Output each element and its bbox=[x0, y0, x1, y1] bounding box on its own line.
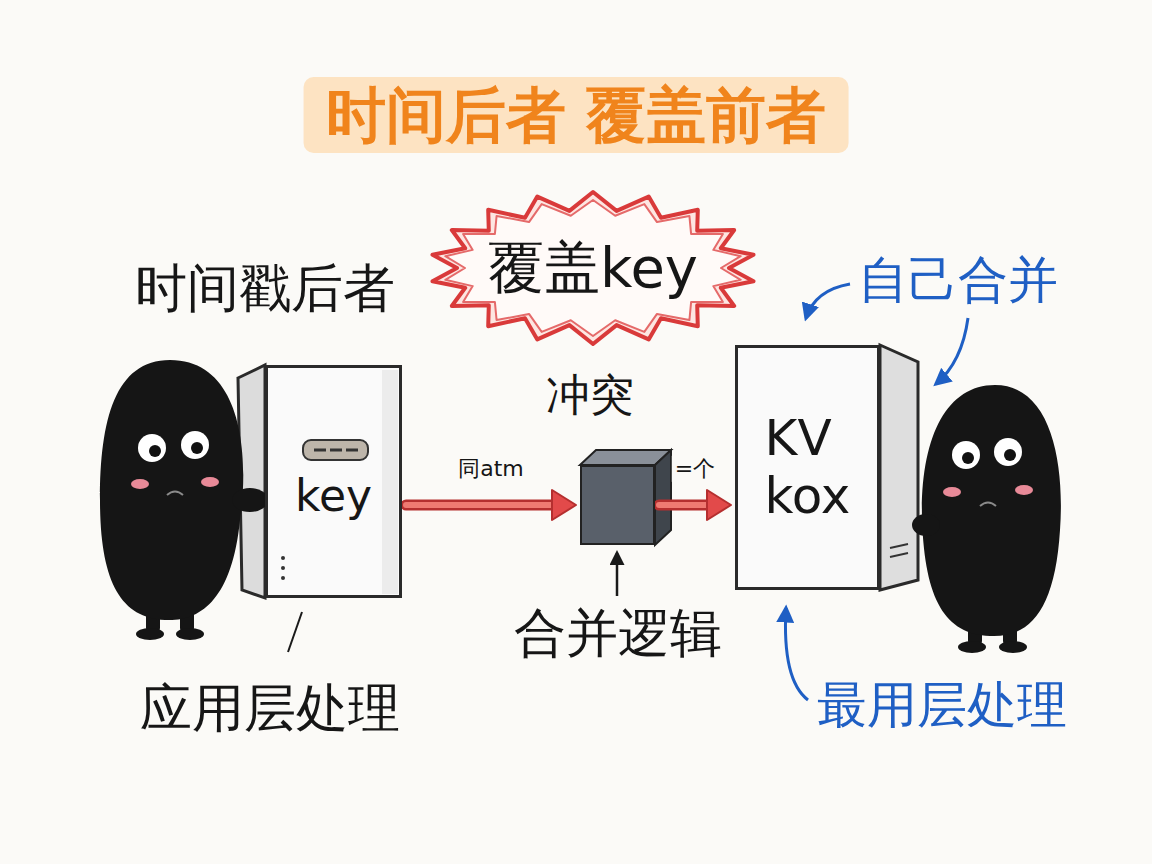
flow-arrow bbox=[406, 490, 576, 520]
server-body bbox=[238, 365, 402, 598]
node-text: KV kox bbox=[765, 410, 851, 525]
pointer-arrow bbox=[616, 553, 619, 596]
pointer-arrow bbox=[936, 318, 968, 384]
arrow-shaft-outline bbox=[406, 500, 556, 511]
starburst-outer bbox=[433, 192, 754, 344]
bean-character bbox=[912, 385, 1061, 653]
starburst-inner bbox=[445, 200, 740, 336]
arrow-shaft bbox=[659, 502, 711, 508]
bean-character bbox=[100, 360, 268, 640]
note-label: 最用层处理 bbox=[817, 675, 1067, 735]
arrow-shaft bbox=[406, 502, 556, 508]
note-label: 冲突 bbox=[546, 369, 634, 422]
edge-label: =个 bbox=[672, 456, 718, 482]
pointer-arrow bbox=[806, 284, 850, 318]
note-label: 时间戳后者 bbox=[135, 257, 395, 319]
note-label: 应用层处理 bbox=[140, 677, 400, 739]
node-text: 覆盖key bbox=[488, 234, 698, 301]
server-box: key bbox=[265, 365, 402, 598]
node-text: 合并逻辑 bbox=[514, 602, 722, 664]
note-label: 自己合并 bbox=[858, 250, 1058, 310]
arrow-head bbox=[707, 490, 731, 520]
edge-label: 同atm bbox=[455, 456, 527, 482]
diagram-title: 时间后者 覆盖前者 bbox=[304, 77, 849, 153]
node-text: key bbox=[295, 470, 372, 523]
conflict-burst: 覆盖key bbox=[428, 192, 758, 344]
merge-cube: 合并逻辑 bbox=[580, 465, 655, 545]
arrow-head bbox=[552, 490, 576, 520]
pointer-arrow bbox=[785, 608, 808, 700]
arrow-shaft-outline bbox=[659, 500, 711, 511]
leader-line bbox=[288, 612, 302, 652]
kv-server-box: KV kox bbox=[735, 345, 880, 590]
cube-faces bbox=[580, 450, 671, 545]
server-body bbox=[735, 345, 918, 590]
flow-arrow bbox=[659, 490, 731, 520]
